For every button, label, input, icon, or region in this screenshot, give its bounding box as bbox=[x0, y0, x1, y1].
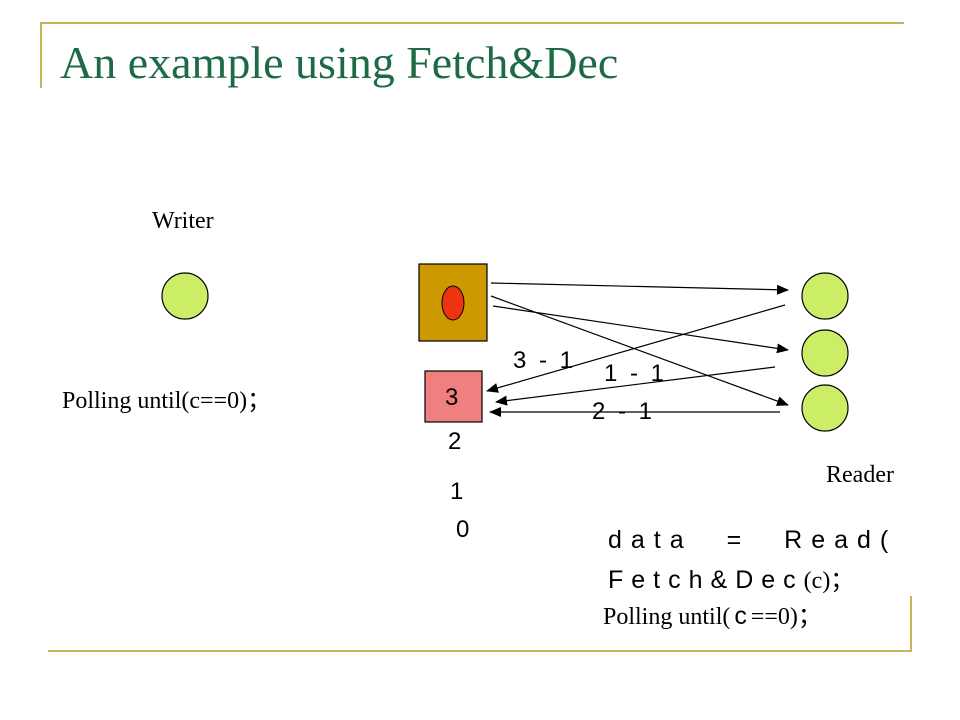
read-arrow-2 bbox=[492, 305, 789, 354]
counter-box bbox=[424, 370, 483, 423]
counter-value-2: 2 bbox=[448, 428, 462, 455]
reader-node-3 bbox=[801, 384, 849, 432]
frame-right-rule bbox=[910, 596, 912, 652]
reader-code-line1: data = Read( bbox=[608, 526, 898, 554]
reader-node-2 bbox=[801, 329, 849, 377]
reader-code-line3: Polling until(c==0)； bbox=[603, 596, 822, 631]
reader-polling-suffix: ==0)； bbox=[750, 604, 822, 630]
dec-arrow-2 bbox=[495, 366, 776, 406]
reader-node-1 bbox=[801, 272, 849, 320]
frame-top-rule bbox=[40, 22, 904, 24]
reader-fetchdec-arg: (c)； bbox=[803, 568, 855, 594]
frame-left-rule bbox=[40, 22, 42, 88]
reader-polling-prefix: Polling until( bbox=[603, 604, 731, 630]
frame-bottom-rule bbox=[48, 650, 912, 652]
writer-node bbox=[161, 272, 209, 320]
counter-current-value: 3 bbox=[445, 384, 459, 411]
counter-value-1: 1 bbox=[450, 478, 464, 505]
reader-label: Reader bbox=[826, 462, 894, 488]
data-dot bbox=[441, 285, 465, 321]
arrow-label-3-1: 3 - 1 bbox=[513, 347, 574, 374]
dec-arrow-1 bbox=[486, 304, 786, 393]
writer-label: Writer bbox=[152, 208, 214, 234]
counter-value-0: 0 bbox=[456, 516, 470, 543]
read-arrow-3 bbox=[490, 295, 789, 406]
reader-code-line2: Fetch&Dec(c)； bbox=[608, 560, 854, 595]
arrow-label-2-1: 2 - 1 bbox=[592, 398, 653, 425]
reader-polling-var: c bbox=[734, 602, 747, 630]
slide-title: An example using Fetch&Dec bbox=[60, 37, 619, 88]
reader-fetchdec-call: Fetch&Dec bbox=[608, 566, 804, 594]
read-arrow-1 bbox=[490, 282, 789, 295]
writer-code: Polling until(c==0)； bbox=[62, 388, 272, 414]
arrow-label-1-1: 1 - 1 bbox=[604, 360, 665, 387]
